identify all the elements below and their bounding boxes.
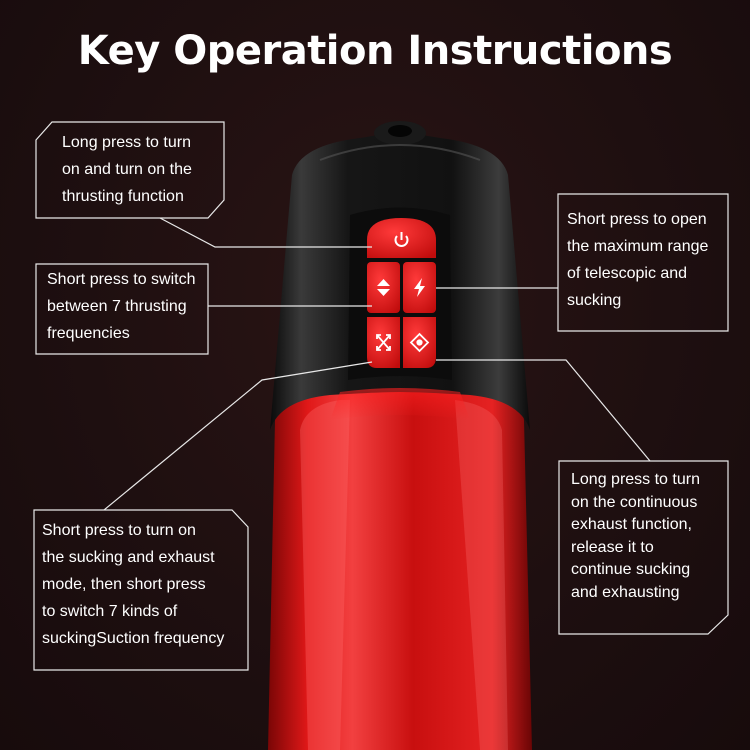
callout-suck-exhaust-mode: Short press to turn on the sucking and e… — [42, 522, 225, 647]
page-title: Key Operation Instructions — [77, 28, 673, 74]
lightning-icon — [414, 278, 425, 297]
up-down-arrows-icon — [377, 279, 390, 296]
suck-exhaust-mode-button[interactable] — [367, 317, 400, 368]
continuous-exhaust-button[interactable] — [403, 317, 436, 368]
frequency-switch-button[interactable] — [367, 262, 400, 313]
callout-thrust-frequency: Short press to switch between 7 thrustin… — [47, 271, 196, 342]
red-sleeve — [268, 380, 532, 750]
callout-box-thrusting — [35, 121, 225, 219]
max-range-button[interactable] — [403, 262, 436, 313]
callout-continuous-exhaust: Long press to turn on the continuous exh… — [571, 471, 700, 601]
power-button[interactable] — [367, 218, 436, 258]
callout-max-range: Short press to open the maximum range of… — [567, 211, 709, 309]
power-icon — [394, 232, 409, 247]
callout-thrusting-power: Long press to turn on and turn on the th… — [62, 134, 192, 205]
cross-arrows-icon — [376, 334, 391, 351]
target-icon — [409, 332, 430, 353]
